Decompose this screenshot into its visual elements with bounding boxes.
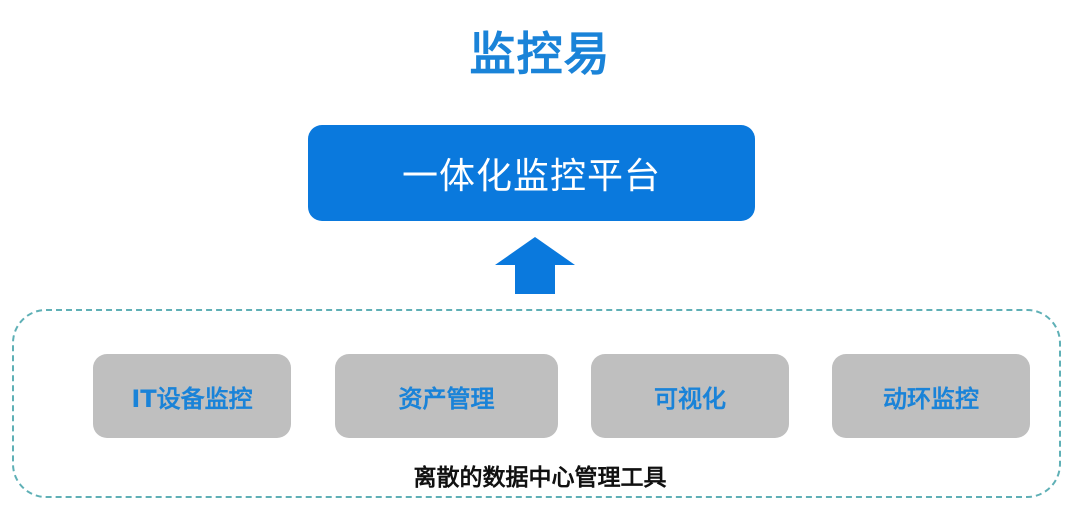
- tool-label: 资产管理: [398, 384, 495, 413]
- tool-box-environment-monitoring: 动环监控: [832, 354, 1030, 438]
- page-title: 监控易: [469, 27, 611, 81]
- tool-label: 可视化: [654, 384, 726, 413]
- tool-box-it-device-monitoring: IT设备监控: [93, 354, 291, 438]
- platform-label: 一体化监控平台: [401, 156, 661, 197]
- platform-box: 一体化监控平台: [308, 125, 755, 221]
- tool-box-asset-management: 资产管理: [335, 354, 558, 438]
- tool-label: IT设备监控: [131, 384, 253, 413]
- group-caption: 离散的数据中心管理工具: [413, 465, 667, 491]
- tool-box-visualization: 可视化: [591, 354, 789, 438]
- tools-group: [12, 309, 1061, 498]
- tool-label: 动环监控: [883, 384, 979, 413]
- up-arrow-icon: [495, 237, 575, 294]
